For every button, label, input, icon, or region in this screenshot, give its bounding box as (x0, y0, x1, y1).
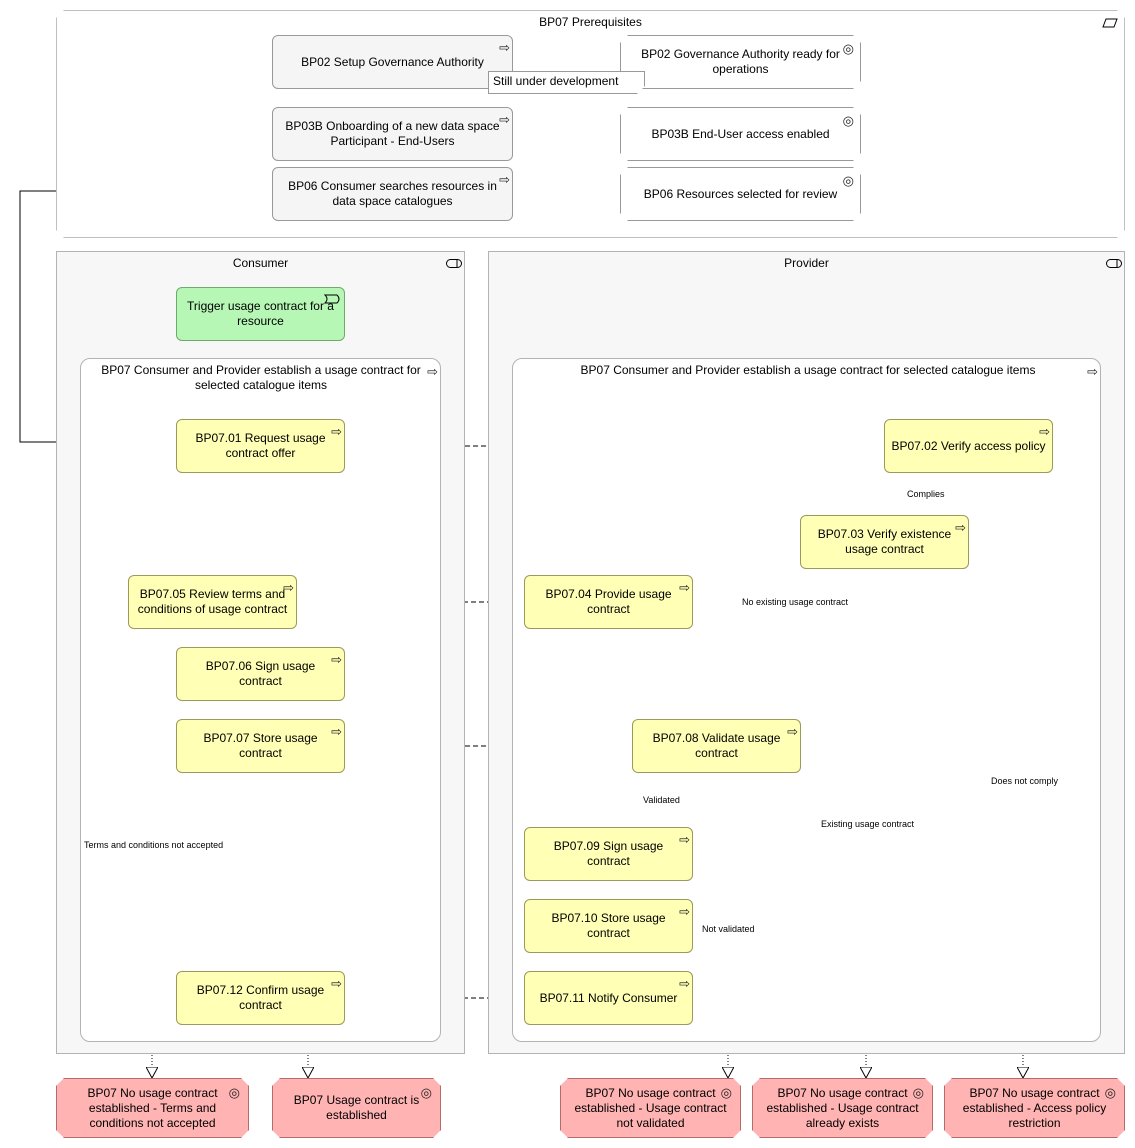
process-arrow-icon: ⇨ (679, 832, 690, 847)
target-icon: ◎ (842, 41, 854, 56)
lane-provider-title: Provider (784, 256, 829, 270)
outcome-contract-established[interactable]: BP07 Usage contract is established ◎ (272, 1078, 441, 1138)
trigger-event[interactable]: Trigger usage contract for a resource (176, 287, 345, 341)
target-icon: ◎ (842, 173, 854, 188)
target-icon: ◎ (842, 113, 854, 128)
step-bp07-10[interactable]: BP07.10 Store usage contract ⇨ (524, 899, 693, 953)
step-label: BP07.06 Sign usage contract (205, 659, 316, 688)
prereq-process-label: BP02 Setup Governance Authority (301, 54, 484, 69)
step-label: BP07.03 Verify existence usage contract (817, 527, 952, 556)
prereq-outcome-bp06[interactable]: BP06 Resources selected for review ◎ (620, 167, 861, 221)
step-bp07-04[interactable]: BP07.04 Provide usage contract ⇨ (524, 575, 693, 629)
outcome-terms-not-accepted[interactable]: BP07 No usage contract established - Ter… (56, 1078, 249, 1138)
step-bp07-07[interactable]: BP07.07 Store usage contract ⇨ (176, 719, 345, 773)
prereq-outcome-bp02[interactable]: BP02 Governance Authority ready for oper… (620, 35, 861, 89)
prereq-outcome-bp03b[interactable]: BP03B End-User access enabled ◎ (620, 107, 861, 161)
prerequisites-group: BP07 Prerequisites (56, 10, 1125, 238)
consumer-process-group-title: BP07 Consumer and Provider establish a u… (101, 363, 421, 392)
lane-toggle-icon[interactable] (446, 257, 462, 270)
step-bp07-08[interactable]: BP07.08 Validate usage contract ⇨ (632, 719, 801, 773)
process-arrow-icon: ⇨ (679, 976, 690, 991)
step-label: BP07.12 Confirm usage contract (196, 983, 325, 1012)
lane-consumer-title: Consumer (232, 256, 289, 270)
prereq-process-bp06[interactable]: BP06 Consumer searches resources in data… (272, 167, 513, 221)
process-arrow-icon: ⇨ (499, 40, 510, 55)
edge-label-no-existing: No existing usage contract (741, 597, 850, 607)
process-arrow-icon: ⇨ (679, 580, 690, 595)
step-bp07-03[interactable]: BP07.03 Verify existence usage contract … (800, 515, 969, 569)
process-arrow-icon: ⇨ (499, 112, 510, 127)
outcome-access-restriction[interactable]: BP07 No usage contract established - Acc… (944, 1078, 1125, 1138)
edge-label-validated: Validated (642, 795, 681, 805)
edge-label-does-not-comply: Does not comply (990, 776, 1060, 786)
edge-label-complies: Complies (906, 489, 946, 499)
target-icon: ◎ (1104, 1085, 1116, 1100)
step-bp07-11[interactable]: BP07.11 Notify Consumer ⇨ (524, 971, 693, 1025)
target-icon: ◎ (912, 1085, 924, 1100)
process-arrow-icon: ⇨ (331, 424, 342, 439)
provider-process-group-title: BP07 Consumer and Provider establish a u… (580, 363, 1036, 377)
prereq-outcome-label: BP02 Governance Authority ready for oper… (641, 47, 840, 76)
outcome-label: BP07 No usage contract established - Usa… (574, 1085, 727, 1130)
step-bp07-06[interactable]: BP07.06 Sign usage contract ⇨ (176, 647, 345, 701)
step-label: BP07.01 Request usage contract offer (195, 431, 326, 460)
outcome-label: BP07 No usage contract established - Usa… (766, 1085, 919, 1130)
step-label: BP07.08 Validate usage contract (652, 731, 781, 760)
step-label: BP07.02 Verify access policy (891, 438, 1046, 453)
association-edge (19, 190, 80, 443)
edge-label-not-validated: Not validated (701, 924, 756, 934)
outcome-label: BP07 No usage contract established - Ter… (87, 1085, 218, 1130)
process-arrow-icon: ⇨ (331, 724, 342, 739)
prereq-process-label: BP06 Consumer searches resources in data… (288, 179, 497, 208)
prerequisites-title: BP07 Prerequisites (539, 15, 642, 29)
step-bp07-12[interactable]: BP07.12 Confirm usage contract ⇨ (176, 971, 345, 1025)
step-bp07-01[interactable]: BP07.01 Request usage contract offer ⇨ (176, 419, 345, 473)
process-arrow-icon: ⇨ (679, 904, 690, 919)
prereq-outcome-label: BP06 Resources selected for review (643, 186, 838, 201)
process-arrow-icon: ⇨ (283, 580, 294, 595)
step-bp07-09[interactable]: BP07.09 Sign usage contract ⇨ (524, 827, 693, 881)
process-arrow-icon: ⇨ (499, 172, 510, 187)
outcome-label: BP07 No usage contract established - Acc… (962, 1085, 1107, 1130)
target-icon: ◎ (228, 1085, 240, 1100)
step-label: BP07.11 Notify Consumer (539, 990, 678, 1005)
step-label: BP07.10 Store usage contract (551, 911, 666, 940)
prereq-outcome-label: BP03B End-User access enabled (651, 126, 830, 141)
prereq-process-bp03b[interactable]: BP03B Onboarding of a new data space Par… (272, 107, 513, 161)
process-arrow-icon: ⇨ (955, 520, 966, 535)
edge-label-terms-not-accepted: Terms and conditions not accepted (83, 840, 225, 850)
step-bp07-05[interactable]: BP07.05 Review terms and conditions of u… (128, 575, 297, 629)
event-icon (323, 293, 342, 306)
prereq-process-bp02[interactable]: BP02 Setup Governance Authority ⇨ (272, 35, 513, 89)
step-label: BP07.09 Sign usage contract (553, 839, 664, 868)
outcome-label: BP07 Usage contract is established (293, 1093, 420, 1122)
lane-toggle-icon[interactable] (1106, 257, 1122, 270)
outcome-not-validated[interactable]: BP07 No usage contract established - Usa… (560, 1078, 741, 1138)
grouping-icon (1102, 17, 1118, 30)
step-label: BP07.07 Store usage contract (203, 731, 318, 760)
process-arrow-icon: ⇨ (331, 976, 342, 991)
process-arrow-icon: ⇨ (1039, 424, 1050, 439)
outcome-already-exists[interactable]: BP07 No usage contract established - Usa… (752, 1078, 933, 1138)
edge-label-existing: Existing usage contract (820, 819, 916, 829)
process-arrow-icon: ⇨ (1087, 364, 1098, 379)
step-label: BP07.05 Review terms and conditions of u… (137, 587, 288, 616)
step-bp07-02[interactable]: BP07.02 Verify access policy ⇨ (884, 419, 1053, 473)
process-arrow-icon: ⇨ (427, 364, 438, 379)
trigger-event-label: Trigger usage contract for a resource (187, 299, 334, 328)
process-arrow-icon: ⇨ (331, 652, 342, 667)
target-icon: ◎ (720, 1085, 732, 1100)
process-arrow-icon: ⇨ (787, 724, 798, 739)
target-icon: ◎ (420, 1085, 432, 1100)
development-note: Still under development (488, 71, 645, 94)
step-label: BP07.04 Provide usage contract (545, 587, 672, 616)
prereq-process-label: BP03B Onboarding of a new data space Par… (285, 119, 500, 148)
